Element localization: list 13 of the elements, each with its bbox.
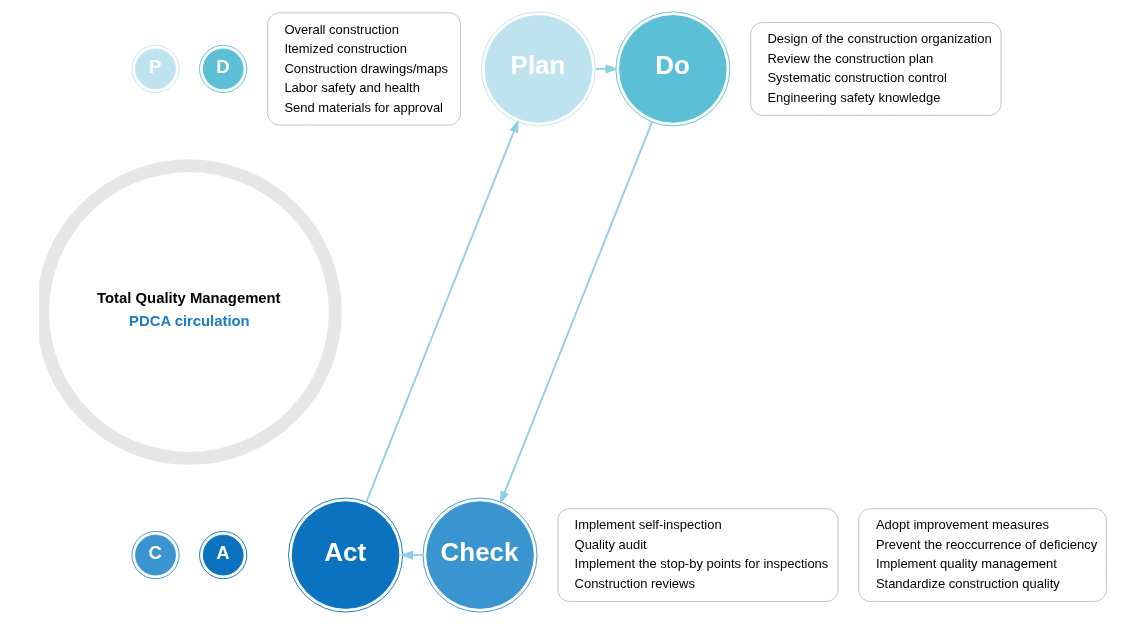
node-box: Design of the construction organization Review the construction plan Systematic construction control Engineering safety knowledge (749, 22, 1002, 116)
arrow (499, 121, 653, 505)
arrow (594, 64, 618, 74)
node-box: Implement self-inspection Quality audit Implement the stop-by points for inspections Construction reviews (556, 508, 838, 602)
node-circle: Total Quality Management PDCA circulation (38, 159, 342, 465)
node-circle: C (130, 530, 180, 580)
node-box: Overall construction Itemized construction Construction drawings/maps Labor safety and health Send materials for approval (266, 12, 461, 126)
node-circle: Plan (480, 11, 596, 127)
node-box: Adopt improvement measures Prevent the reoccurrence of deficiency Implement quality management Standardize construction quality (857, 508, 1107, 602)
arrow (365, 119, 519, 503)
node-circle: P (130, 44, 180, 94)
node-circle: Act (287, 497, 403, 613)
arrow (399, 550, 424, 560)
